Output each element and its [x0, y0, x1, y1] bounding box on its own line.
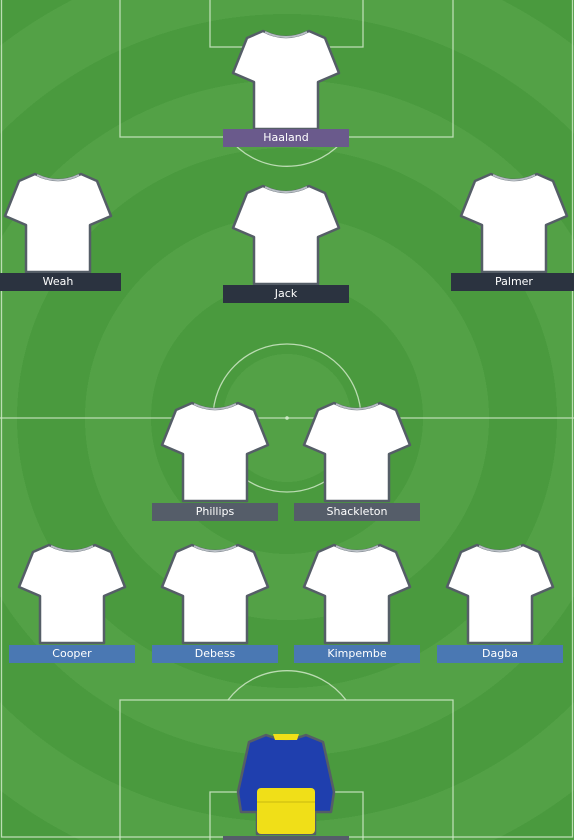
white-shirt-icon [17, 543, 127, 645]
player-name-haaland: Haaland [223, 129, 349, 147]
white-shirt-icon [231, 29, 341, 131]
player-name-cooper: Cooper [9, 645, 135, 663]
white-shirt-icon [445, 543, 555, 645]
player-name-phillips: Phillips [152, 503, 278, 521]
white-shirt-icon [302, 543, 412, 645]
white-shirt-icon [160, 401, 270, 503]
white-shirt-icon [302, 401, 412, 503]
player-name-shackleton: Shackleton [294, 503, 420, 521]
top-penalty-arc [227, 136, 347, 167]
player-name-dagba: Dagba [437, 645, 563, 663]
player-name-debess: Debess [152, 645, 278, 663]
player-name-weah: Weah [0, 273, 121, 291]
player-name-jack: Jack [223, 285, 349, 303]
bottom-penalty-arc [227, 670, 347, 701]
white-shirt-icon [160, 543, 270, 645]
centre-spot [285, 416, 289, 420]
white-shirt-icon [3, 172, 113, 274]
white-shirt-icon [459, 172, 569, 274]
player-name-palmer: Palmer [451, 273, 574, 291]
player-name-kimpembe: Kimpembe [294, 645, 420, 663]
player-name-goalkeeper [223, 836, 349, 840]
white-shirt-icon [231, 184, 341, 286]
bottom-penalty-area [119, 699, 454, 840]
goalkeeper-shirt-icon [236, 733, 336, 836]
